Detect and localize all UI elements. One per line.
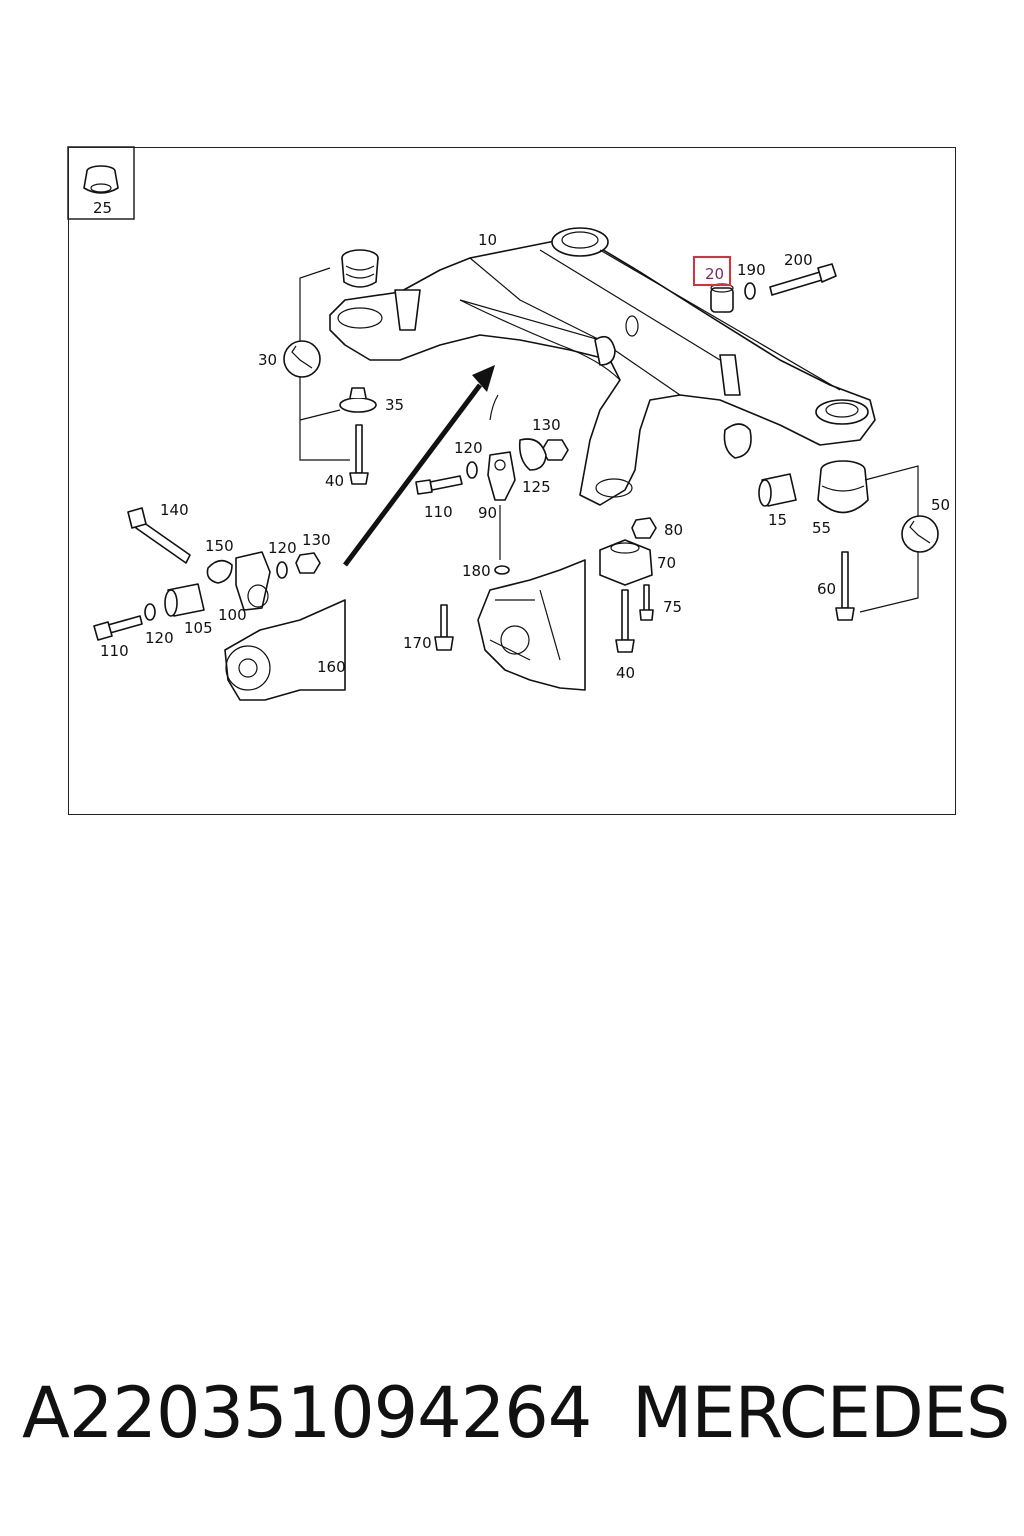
part-200-bolt [769, 263, 837, 296]
part-120-washer-left [276, 561, 288, 579]
caption: A220351094264 MERCEDES [0, 1372, 1024, 1472]
part-110-bolt-left [93, 615, 143, 641]
label-50: 50 [931, 496, 950, 514]
label-60: 60 [817, 580, 836, 598]
label-75: 75 [663, 598, 682, 616]
part-105-bushing [164, 583, 205, 617]
label-35: 35 [385, 396, 404, 414]
label-125: 125 [522, 478, 551, 496]
part-40-bolt-left [349, 424, 369, 485]
diagram-frame [68, 147, 956, 815]
part-70-mount [599, 539, 653, 586]
wrench-icon [283, 340, 321, 378]
label-110-left: 110 [100, 642, 129, 660]
part-75-bolt [639, 584, 654, 621]
label-100: 100 [218, 606, 247, 624]
part-110-bolt-center [415, 475, 463, 495]
part-130-nut-left [295, 552, 321, 574]
arrow-small [489, 394, 499, 421]
label-105: 105 [184, 619, 213, 637]
arrow-head [472, 365, 495, 392]
label-120-lower: 120 [145, 629, 174, 647]
label-170: 170 [403, 634, 432, 652]
label-150: 150 [205, 537, 234, 555]
label-200: 200 [784, 251, 813, 269]
label-130-center: 130 [532, 416, 561, 434]
label-120-center: 120 [454, 439, 483, 457]
label-80: 80 [664, 521, 683, 539]
part-150-plate [206, 559, 233, 584]
part-180-washer [494, 565, 510, 575]
part-55-mount [817, 460, 869, 514]
label-190: 190 [737, 261, 766, 279]
label-90: 90 [478, 504, 497, 522]
part-25-grommet [83, 165, 119, 194]
label-55: 55 [812, 519, 831, 537]
part-125-plate [518, 438, 547, 471]
label-30: 30 [258, 351, 277, 369]
label-130-left: 130 [302, 531, 331, 549]
part-15-bushing [758, 473, 797, 507]
label-20: 20 [705, 265, 724, 283]
part-170-bolt [434, 604, 454, 651]
label-15: 15 [768, 511, 787, 529]
brand-name: MERCEDES [632, 1372, 1010, 1454]
highlight-box-20 [693, 256, 731, 286]
part-10-subframe [329, 227, 876, 506]
part-190-washer [744, 282, 756, 300]
label-70: 70 [657, 554, 676, 572]
label-25: 25 [93, 199, 112, 217]
part-140-bolt [127, 507, 191, 564]
label-160: 160 [317, 658, 346, 676]
half-shaft-flange [224, 599, 346, 701]
part-60-bolt-right [835, 551, 855, 621]
part-number: A220351094264 [22, 1372, 592, 1454]
assembly-arrow [343, 383, 482, 567]
part-80-nut [631, 517, 657, 539]
part-20-bushing [710, 283, 734, 313]
differential-housing [477, 559, 586, 691]
label-40-left: 40 [325, 472, 344, 490]
wrench-icon [901, 515, 939, 553]
label-110-center: 110 [424, 503, 453, 521]
part-120-washer-center [466, 461, 478, 479]
inset-box [67, 146, 135, 220]
label-10: 10 [478, 231, 497, 249]
part-35-washer [339, 387, 377, 413]
part-30-mount [341, 249, 379, 288]
part-100-bracket [235, 551, 271, 611]
label-120-left: 120 [268, 539, 297, 557]
part-40-bolt-center [615, 589, 635, 653]
label-140: 140 [160, 501, 189, 519]
label-180: 180 [462, 562, 491, 580]
label-40-center: 40 [616, 664, 635, 682]
part-90-bracket [487, 451, 516, 501]
part-120-washer-lower [144, 603, 156, 621]
